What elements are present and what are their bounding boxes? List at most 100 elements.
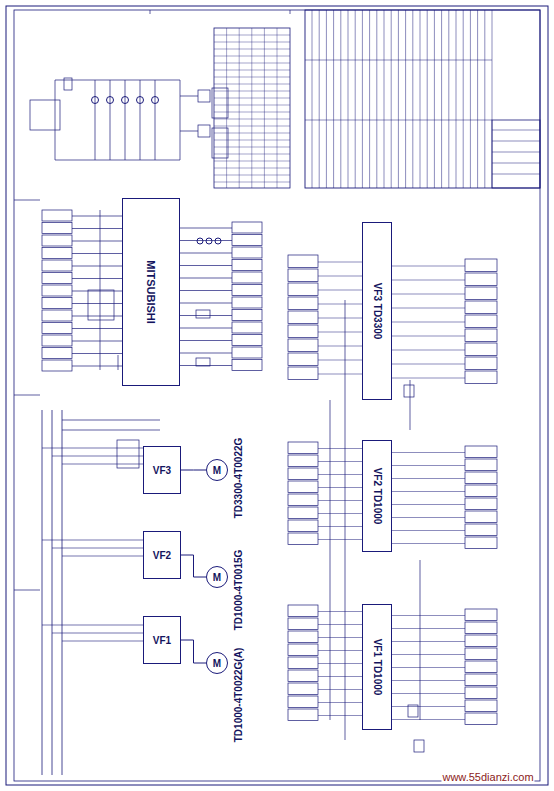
terminal-box [232,285,262,296]
terminal-box [288,468,318,480]
wire [398,10,399,188]
wire [492,152,540,153]
wire [155,80,156,160]
wire [318,637,362,638]
terminal-box [414,740,424,752]
terminal-box [288,618,318,630]
wire [340,10,341,188]
wire [42,625,143,626]
wire [392,364,465,365]
terminal-box [465,524,497,536]
terminal-box [288,494,318,506]
wire [72,291,122,292]
terminal-box [465,371,497,384]
terminal-box [196,310,210,318]
motor-symbol: M [206,459,228,481]
wire [180,290,232,291]
terminal-box [465,511,497,523]
terminal-box [465,287,497,300]
terminal-box [492,120,540,188]
wire [456,10,457,188]
wire [118,355,119,370]
wire [318,374,362,375]
wire [180,353,232,354]
terminal-box [465,472,497,484]
wire [318,715,362,716]
terminal-box [214,28,290,188]
terminal-box [465,273,497,286]
wire [251,28,252,188]
wire [392,615,465,616]
terminal-box [232,247,262,258]
wire [72,341,122,342]
wire [492,174,540,175]
wire [484,10,485,188]
wire [392,504,465,505]
terminal-box [465,713,497,725]
watermark: www.55dianzi.com [441,771,534,783]
wire [318,276,362,277]
terminal-box [288,683,318,695]
wire [448,10,449,188]
wire [72,278,122,279]
terminal-box [465,687,497,699]
model-label: TD3300-4T0022G [233,437,244,520]
model-label: TD1000-4T0015G [233,549,244,632]
wire [333,10,334,188]
wire [62,464,143,465]
terminal-box [465,700,497,712]
wire [427,10,428,188]
terminal-strip: MITSUBISHI [122,198,180,386]
terminal-box [42,285,72,296]
terminal-box [465,259,497,272]
wire [318,689,362,690]
wire [434,10,435,188]
terminal-box [288,283,318,296]
wire [312,10,313,188]
wire [180,328,232,329]
terminal-box [232,260,262,271]
wire [180,278,232,279]
node-label: VF1 [153,635,171,646]
wire [72,253,122,254]
wire [492,141,540,142]
wire [72,216,122,217]
wire [319,10,320,188]
terminal-box [288,311,318,324]
wire [463,10,464,188]
wire [277,28,278,188]
terminal-box [117,440,139,468]
terminal-box [42,348,72,359]
wire [318,461,362,462]
wire [384,10,385,188]
wire [264,28,265,188]
wire [318,487,362,488]
lamp-symbol [137,97,144,104]
wire [52,633,143,634]
terminal-box [14,10,540,781]
wire [392,491,465,492]
wire [14,590,40,591]
lamp-symbol [152,97,159,104]
inverter-box: VF3 [143,446,181,494]
terminal-box [404,385,414,397]
terminal-box [42,360,72,371]
wire [180,131,198,132]
terminal-box [465,459,497,471]
lamp-symbol [122,97,129,104]
wire [392,266,465,267]
terminal-box [288,709,318,721]
wire [180,80,181,160]
terminal-box [288,481,318,493]
terminal-box [465,301,497,314]
wire [72,316,122,317]
terminal-box [288,533,318,545]
wire [52,410,53,775]
terminal-box [288,442,318,454]
node-label: VF2 TD1000 [372,468,383,525]
terminal-box [465,343,497,356]
wire [42,540,143,541]
wire [392,719,465,720]
wire [391,10,392,188]
